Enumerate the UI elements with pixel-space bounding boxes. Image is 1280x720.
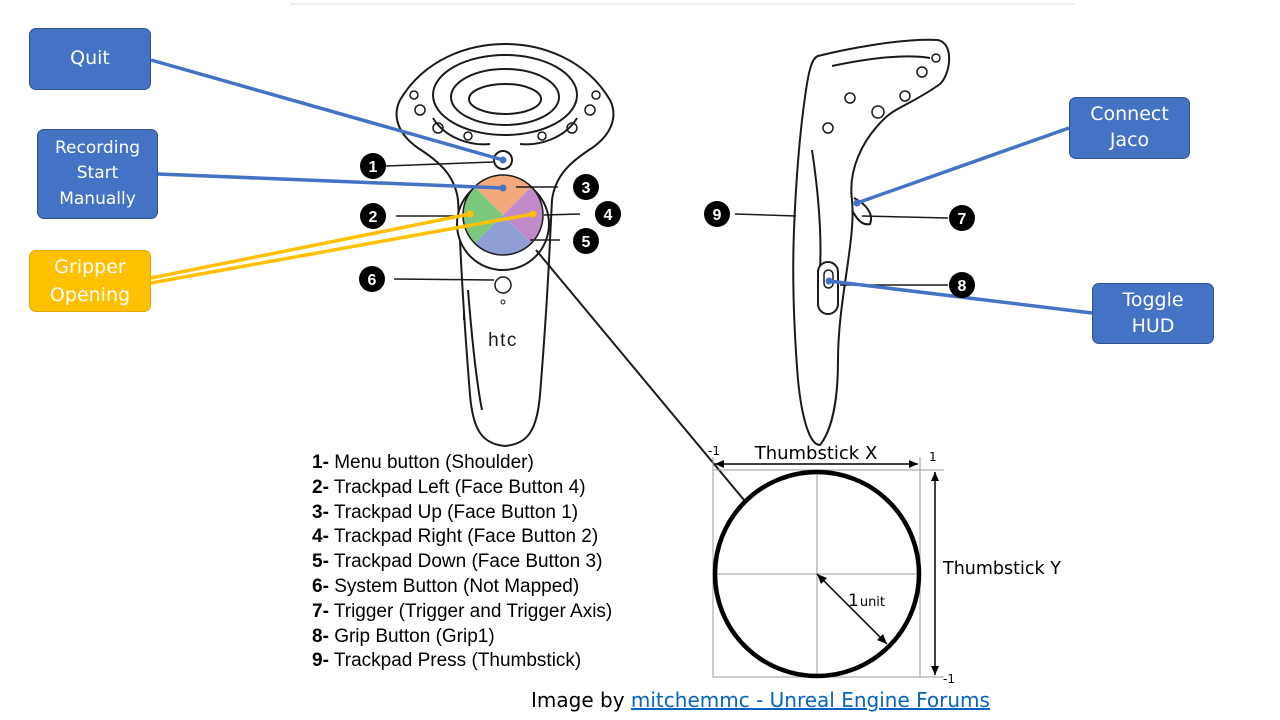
x-axis-label: Thumbstick X xyxy=(754,443,878,464)
gripper-opening-callout: Gripper Opening xyxy=(29,250,151,312)
button-legend: 1- Menu button (Shoulder) 2- Trackpad Le… xyxy=(312,451,612,674)
marker-5: 5 xyxy=(573,228,599,254)
number-markers: 1 2 3 4 5 6 7 8 9 xyxy=(359,153,975,298)
recording-label-line-2: Start xyxy=(76,163,119,184)
trackpad-up-segment[interactable] xyxy=(475,175,531,215)
credit-prefix: Image by xyxy=(531,688,631,712)
x-min-label: -1 xyxy=(708,444,720,458)
legend-item: 9- Trackpad Press (Thumbstick) xyxy=(312,650,582,672)
svg-text:8: 8 xyxy=(958,278,967,295)
svg-text:1: 1 xyxy=(369,159,378,176)
front-body-outline xyxy=(395,42,615,448)
connect-jaco-callout: Connect Jaco xyxy=(1069,97,1190,159)
quit-label: Quit xyxy=(70,47,110,70)
legend-item: 8- Grip Button (Grip1) xyxy=(312,625,495,647)
side-body-outline xyxy=(792,38,951,447)
tracking-sensors-front xyxy=(409,90,601,141)
gripper-connector-right xyxy=(150,212,534,285)
gripper-label-line-2: Opening xyxy=(49,284,131,306)
gripper-label-line-1: Gripper xyxy=(54,255,126,278)
y-axis-label: Thumbstick Y xyxy=(942,559,1061,579)
marker-1: 1 xyxy=(360,153,386,179)
legend-item: 5- Trackpad Down (Face Button 3) xyxy=(312,551,603,573)
radius-label: 1unit xyxy=(848,591,885,611)
trackpad-left-segment[interactable] xyxy=(463,187,503,243)
tracking-sensors-side xyxy=(822,53,941,134)
side-top-edge xyxy=(831,55,931,67)
radius-arrow xyxy=(816,573,888,645)
recording-connector xyxy=(157,172,504,190)
legend-item: 6- System Button (Not Mapped) xyxy=(312,575,580,597)
svg-text:2: 2 xyxy=(369,209,378,226)
recording-label-line-1: Recording xyxy=(54,137,141,158)
htc-logo: htc xyxy=(488,330,518,351)
connect-connector xyxy=(856,126,1070,205)
svg-text:5: 5 xyxy=(582,234,591,251)
legend-item: 7- Trigger (Trigger and Trigger Axis) xyxy=(312,600,613,622)
thumbstick-axis-diagram: Thumbstick X Thumbstick Y -1 1 -1 1unit xyxy=(708,443,1061,686)
svg-text:7: 7 xyxy=(958,211,967,228)
side-grip-curve xyxy=(811,149,822,271)
marker-7: 7 xyxy=(949,205,975,231)
marker-4: 4 xyxy=(595,201,621,227)
svg-text:9: 9 xyxy=(713,207,722,224)
svg-text:3: 3 xyxy=(582,180,591,197)
svg-text:4: 4 xyxy=(604,207,613,224)
recording-start-callout: Recording Start Manually xyxy=(37,129,158,219)
tracking-ring-outer xyxy=(432,54,578,136)
credit-link[interactable]: mitchemmc - Unreal Engine Forums xyxy=(630,688,990,712)
side-trigger xyxy=(851,197,872,226)
grip-button-inner xyxy=(823,269,834,289)
image-credit: Image by mitchemmc - Unreal Engine Forum… xyxy=(531,688,990,712)
legend-item: 2- Trackpad Left (Face Button 4) xyxy=(312,476,586,498)
marker-8: 8 xyxy=(949,272,975,298)
tracking-ring-inner xyxy=(450,68,560,126)
connect-label-line-1: Connect xyxy=(1090,103,1169,126)
legend-item: 4- Trackpad Right (Face Button 2) xyxy=(312,526,599,548)
y-min-label: -1 xyxy=(943,672,955,686)
thumbstick-circle xyxy=(712,469,922,679)
system-button[interactable] xyxy=(494,276,512,294)
x-max-label: 1 xyxy=(929,450,937,464)
quit-connector xyxy=(150,58,504,162)
marker-2: 2 xyxy=(360,203,386,229)
marker-6: 6 xyxy=(359,266,385,292)
grip-inner-line xyxy=(467,289,483,411)
callout-connectors xyxy=(150,58,1093,315)
marker-3: 3 xyxy=(573,174,599,200)
svg-text:6: 6 xyxy=(368,272,377,289)
trackpad-to-axis-connector xyxy=(535,249,745,501)
legend-item: 3- Trackpad Up (Face Button 1) xyxy=(312,501,579,523)
quit-callout: Quit xyxy=(29,28,151,90)
toggle-label-line-2: HUD xyxy=(1131,314,1175,337)
controller-side xyxy=(792,38,951,447)
marker-9: 9 xyxy=(704,201,730,227)
gripper-connector-left xyxy=(150,212,471,280)
tracking-ring-core xyxy=(468,83,542,115)
trackpad-down-segment[interactable] xyxy=(475,215,531,255)
status-led xyxy=(500,299,506,305)
toggle-hud-callout: Toggle HUD xyxy=(1092,283,1214,344)
controller-front xyxy=(395,42,615,448)
recording-label-line-3: Manually xyxy=(59,188,136,209)
callout-connector-dots xyxy=(466,156,861,285)
connect-label-line-2: Jaco xyxy=(1109,129,1150,151)
toggle-label-line-1: Toggle xyxy=(1122,288,1184,311)
legend-item: 1- Menu button (Shoulder) xyxy=(312,452,534,473)
